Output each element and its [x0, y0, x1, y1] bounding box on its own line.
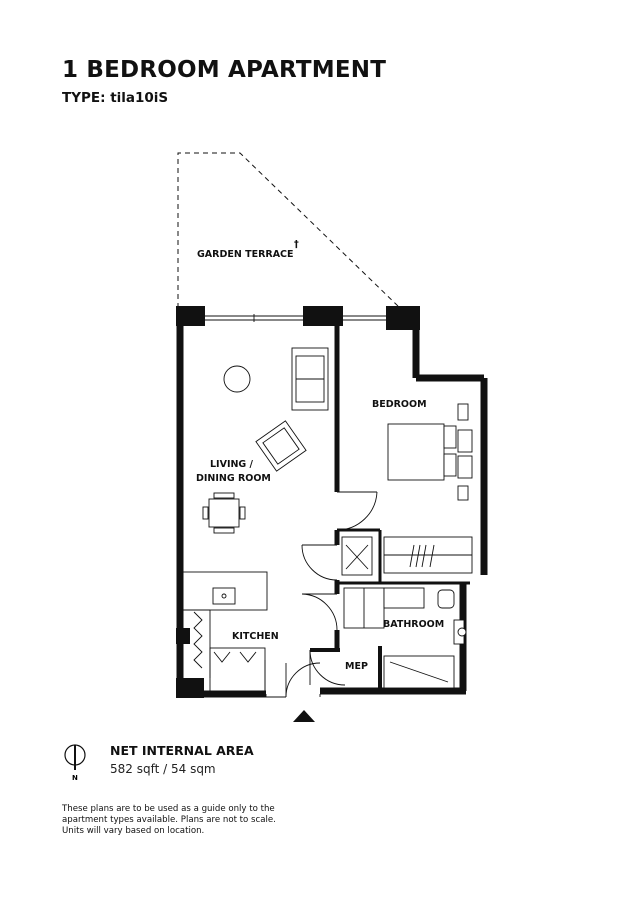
- apartment-type: TYPE: tila10iS: [62, 90, 169, 106]
- label-garden-mark: †: [294, 239, 299, 250]
- bathroom-fittings: [343, 587, 467, 689]
- terrace-sliding-doors: [205, 314, 386, 322]
- page-title: 1 BEDROOM APARTMENT: [62, 57, 387, 83]
- area-value: 582 sqft / 54 sqm: [110, 762, 216, 776]
- interior-walls: [310, 322, 470, 691]
- area-title: NET INTERNAL AREA: [110, 743, 254, 758]
- door-swings: [265, 491, 378, 698]
- north-arrow-icon: N: [64, 744, 86, 782]
- label-kitchen: KITCHEN: [232, 631, 279, 642]
- entrance-arrow-icon: [293, 710, 315, 722]
- label-bathroom: BATHROOM: [383, 619, 444, 630]
- label-garden-terrace: GARDEN TERRACE: [197, 249, 294, 260]
- disclaimer-line: Units will vary based on location.: [62, 826, 205, 837]
- disclaimer-line: apartment types available. Plans are not…: [62, 815, 276, 826]
- kitchen-fittings: [182, 571, 268, 693]
- bedroom-furniture: [341, 403, 473, 576]
- net-internal-area: N NET INTERNAL AREA 582 sqft / 54 sqm: [62, 742, 302, 786]
- label-bedroom: BEDROOM: [372, 399, 427, 410]
- living-furniture: [202, 347, 329, 534]
- label-mep: MEP: [345, 661, 368, 672]
- label-living-line2: DINING ROOM: [196, 473, 271, 484]
- structural-columns: [176, 306, 420, 330]
- compass-letter: N: [72, 774, 78, 782]
- label-living-line1: LIVING /: [210, 459, 254, 470]
- disclaimer: These plans are to be used as a guide on…: [62, 804, 312, 838]
- garden-terrace-outline: [177, 152, 401, 309]
- disclaimer-line: These plans are to be used as a guide on…: [62, 804, 275, 814]
